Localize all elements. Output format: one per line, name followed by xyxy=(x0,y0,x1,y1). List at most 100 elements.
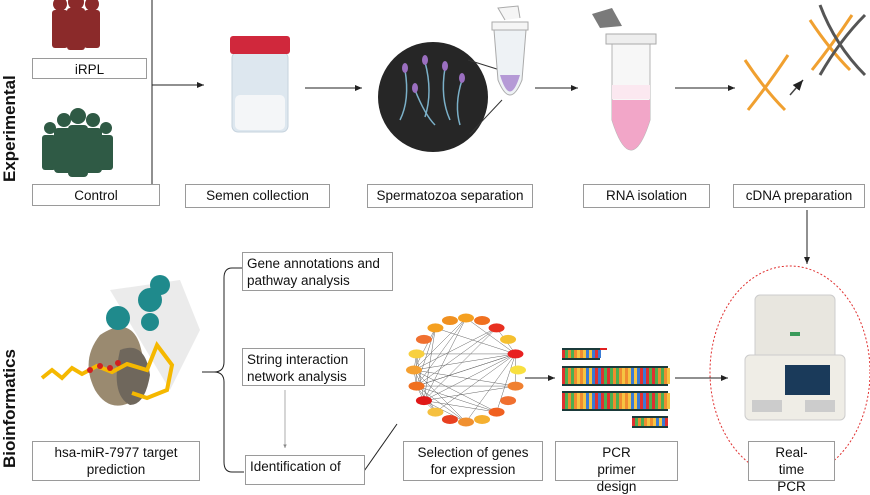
semen-container-icon xyxy=(230,36,290,133)
base-mark xyxy=(616,368,619,384)
base-mark xyxy=(650,418,653,426)
gene-node xyxy=(474,316,491,326)
network-edge xyxy=(416,385,497,413)
base-mark xyxy=(598,350,601,358)
gene-node xyxy=(415,396,432,406)
gene-node xyxy=(427,407,444,417)
base-mark xyxy=(607,368,610,384)
base-mark xyxy=(658,393,661,409)
base-mark xyxy=(589,368,592,384)
group-control-label: Control xyxy=(32,184,160,206)
primer-design-icon xyxy=(562,348,670,428)
base-mark xyxy=(652,368,655,384)
diagram-graphics xyxy=(40,0,870,474)
gene-node xyxy=(458,313,474,323)
identification-box: Identification of xyxy=(245,455,365,485)
base-mark xyxy=(598,393,601,409)
network-edge xyxy=(496,353,516,413)
network-edge xyxy=(413,369,436,413)
realtime-highlight-ellipse xyxy=(709,265,870,474)
gene-node xyxy=(500,396,517,406)
gene-node xyxy=(500,334,517,344)
base-mark xyxy=(613,393,616,409)
base-mark xyxy=(652,393,655,409)
network-edge xyxy=(413,369,467,423)
base-mark xyxy=(580,393,583,409)
base-mark xyxy=(667,368,670,384)
step-semen-collection: Semen collection xyxy=(185,184,330,208)
base-mark xyxy=(613,368,616,384)
section-label-experimental: Experimental xyxy=(0,75,19,182)
network-edge xyxy=(465,353,516,423)
base-mark xyxy=(607,393,610,409)
gene-node xyxy=(415,334,432,344)
base-mark xyxy=(656,418,659,426)
base-mark xyxy=(637,393,640,409)
base-mark xyxy=(586,368,589,384)
base-mark xyxy=(628,393,631,409)
base-mark xyxy=(583,368,586,384)
base-mark xyxy=(628,368,631,384)
base-mark xyxy=(664,368,667,384)
realtime-pcr-box: Real-time PCR xyxy=(748,441,835,494)
base-mark xyxy=(640,368,643,384)
base-mark xyxy=(604,393,607,409)
section-label-bioinformatics: Bioinformatics xyxy=(0,348,19,468)
base-mark xyxy=(653,418,656,426)
gene-annotation-box: Gene annotations and pathway analysis xyxy=(242,252,393,291)
base-mark xyxy=(610,393,613,409)
base-mark xyxy=(646,393,649,409)
base-mark xyxy=(568,350,571,358)
spermatozoa-icon xyxy=(378,5,529,152)
connector-line xyxy=(361,423,398,474)
gene-node xyxy=(510,365,526,375)
base-mark xyxy=(580,350,583,358)
network-edge xyxy=(435,353,516,413)
base-mark xyxy=(568,368,571,384)
control-people-icon xyxy=(42,108,113,177)
gene-node xyxy=(458,417,474,427)
network-edge xyxy=(423,327,497,401)
base-mark xyxy=(643,368,646,384)
base-mark xyxy=(637,368,640,384)
network-edge xyxy=(413,327,497,371)
network-edge xyxy=(423,400,467,423)
base-mark xyxy=(655,368,658,384)
group-irpl-label: iRPL xyxy=(32,58,147,79)
gene-selection-box: Selection of genes for expression xyxy=(403,441,543,481)
network-edge xyxy=(416,327,436,387)
base-mark xyxy=(595,393,598,409)
network-edge xyxy=(423,353,516,401)
base-mark xyxy=(643,393,646,409)
base-mark xyxy=(665,418,668,426)
base-mark xyxy=(622,393,625,409)
gene-node xyxy=(507,349,524,359)
base-mark xyxy=(595,350,598,358)
base-mark xyxy=(634,368,637,384)
base-mark xyxy=(647,418,650,426)
gene-node xyxy=(408,349,425,359)
base-mark xyxy=(571,350,574,358)
base-mark xyxy=(562,393,565,409)
base-mark xyxy=(662,418,665,426)
base-mark xyxy=(634,393,637,409)
network-edge xyxy=(413,353,516,371)
network-edge xyxy=(413,369,497,413)
base-mark xyxy=(598,368,601,384)
base-mark xyxy=(625,393,628,409)
gene-node xyxy=(441,316,458,326)
group-bracket xyxy=(151,0,204,191)
base-mark xyxy=(619,393,622,409)
gene-network-icon xyxy=(406,313,526,427)
base-mark xyxy=(574,368,577,384)
step-spermatozoa-separation: Spermatozoa separation xyxy=(367,184,533,208)
base-mark xyxy=(649,393,652,409)
base-mark xyxy=(640,393,643,409)
pcr-machine-icon xyxy=(744,294,846,421)
network-edge xyxy=(423,400,497,413)
base-mark xyxy=(635,418,638,426)
base-mark xyxy=(574,393,577,409)
base-mark xyxy=(649,368,652,384)
network-edge xyxy=(413,317,467,371)
protein-structure-icon xyxy=(40,275,200,406)
